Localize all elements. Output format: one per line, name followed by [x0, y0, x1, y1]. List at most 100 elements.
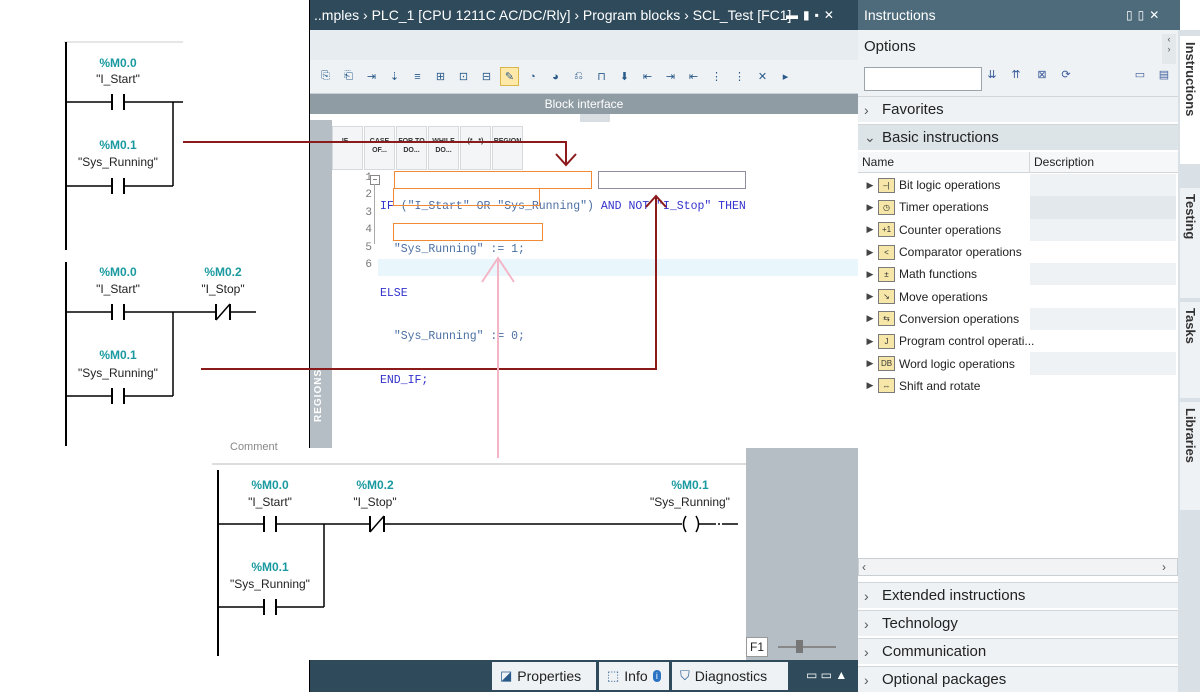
insert-while-button[interactable]: WHILE DO... — [428, 126, 459, 170]
toolbar-icon-6[interactable]: ⊞ — [435, 71, 446, 83]
expand-arrow-icon[interactable]: ▶ — [866, 224, 874, 235]
section-extended-instructions[interactable]: › Extended instructions — [858, 582, 1178, 608]
tree-item[interactable]: ▶–|Bit logic operations — [858, 174, 1178, 197]
side-tab-instructions[interactable]: Instructions — [1180, 36, 1200, 164]
chevron-right-icon: › — [864, 615, 869, 632]
section-technology[interactable]: › Technology — [858, 610, 1178, 636]
restore-button[interactable]: ▮ — [803, 8, 810, 22]
toolbar-icon-2[interactable]: ⎗ — [344, 70, 353, 82]
insert-region-button[interactable]: REGION — [492, 126, 523, 170]
toolbar-icon-3[interactable]: ⇥ — [366, 71, 377, 83]
contact-address: %M0.0 — [251, 478, 289, 492]
tab-properties[interactable]: ◪ Properties — [492, 662, 596, 690]
side-tab-testing[interactable]: Testing — [1180, 188, 1200, 298]
tree-item-description — [1030, 241, 1176, 263]
line-number: 3 — [365, 206, 372, 219]
toolbar-icon-17[interactable]: ⇤ — [688, 71, 699, 83]
tree-item[interactable]: ▶<Comparator operations — [858, 241, 1178, 263]
toolbar-icon-1[interactable]: ⎘ — [321, 70, 330, 82]
expand-arrow-icon[interactable]: ▶ — [866, 201, 874, 212]
counter-icon: +1 — [878, 222, 895, 238]
float-button[interactable]: ▯ — [1126, 8, 1133, 22]
tree-item[interactable]: ▶⇆Conversion operations — [858, 307, 1178, 331]
horizontal-scrollbar[interactable] — [858, 558, 1178, 576]
toolbar-icon-19[interactable]: ⋮ — [734, 71, 745, 83]
toolbar-icon-12[interactable]: ⎌ — [574, 70, 583, 82]
toolbar-icon-15[interactable]: ⇤ — [642, 71, 653, 83]
fold-toggle-icon[interactable]: − — [370, 175, 380, 185]
search-up-icon[interactable]: ⇈ — [1011, 69, 1021, 81]
section-basic-instructions[interactable]: ⌄ Basic instructions — [858, 124, 1178, 150]
toolbar-icon-9[interactable]: ✎ — [500, 67, 519, 86]
expand-arrow-icon[interactable]: ▶ — [866, 291, 874, 302]
minimize-button[interactable]: ▬ — [786, 8, 798, 22]
scroll-right-icon[interactable]: › — [1162, 560, 1166, 574]
layout-split-icon[interactable]: ▤ — [1158, 69, 1170, 81]
scl-code[interactable]: IF ("I_Start" OR "Sys_Running") AND NOT … — [380, 172, 746, 445]
tree-item-description — [1030, 196, 1176, 219]
insert-case-button[interactable]: CASE OF... — [364, 126, 395, 170]
close-button[interactable]: ✕ — [1149, 8, 1160, 22]
section-optional-packages[interactable]: › Optional packages — [858, 666, 1178, 692]
expand-arrow-icon[interactable]: ▶ — [866, 358, 874, 369]
toolbar-icon-10[interactable]: ◔ — [529, 70, 536, 83]
side-tab-tasks[interactable]: Tasks — [1180, 302, 1200, 398]
basic-instructions-tree: ▶–|Bit logic operations▶◷Timer operation… — [858, 174, 1178, 397]
toolbar-icon-4[interactable]: ⇣ — [389, 71, 400, 83]
insert-if-button[interactable]: IF... — [332, 126, 363, 170]
side-tab-libraries[interactable]: Libraries — [1180, 402, 1200, 510]
filter-icon[interactable]: ⊠ — [1037, 69, 1047, 81]
tab-info[interactable]: ⬚ Info i — [599, 662, 669, 690]
toolbar-icon-18[interactable]: ⋮ — [711, 71, 722, 83]
refresh-icon[interactable]: ⟳ — [1061, 69, 1071, 81]
toolbar-icon-13[interactable]: ⊓ — [597, 71, 606, 83]
toolbar-icon-8[interactable]: ⊟ — [481, 71, 492, 83]
tree-item[interactable]: ▶±Math functions — [858, 263, 1178, 286]
expand-arrow-icon[interactable]: ▶ — [866, 246, 874, 257]
column-description[interactable]: Description — [1034, 155, 1095, 169]
diagnostics-icon: ⛉ — [680, 668, 690, 683]
expand-arrow-icon[interactable]: ▶ — [866, 179, 874, 190]
maximize-button[interactable]: ▪ — [814, 8, 819, 22]
toolbar-overflow-icon[interactable]: ▸ — [782, 71, 789, 83]
tree-item[interactable]: ▶↔Shift and rotate — [858, 375, 1178, 397]
tree-item-label: Bit logic operations — [899, 178, 1001, 193]
close-button[interactable]: ✕ — [823, 8, 834, 22]
section-communication[interactable]: › Communication — [858, 638, 1178, 664]
tree-item[interactable]: ▶◷Timer operations — [858, 196, 1178, 219]
scroll-left-icon[interactable]: ‹ — [862, 560, 866, 574]
toolbar-icon-5[interactable]: ≡ — [414, 70, 421, 83]
expand-arrow-icon[interactable]: ▶ — [866, 335, 874, 346]
toolbar-icon-11[interactable]: ◕ — [552, 70, 559, 83]
block-interface-splitter[interactable] — [580, 114, 610, 122]
column-name[interactable]: Name — [858, 152, 1030, 172]
tab-diagnostics[interactable]: ⛉ Diagnostics — [672, 662, 788, 690]
toolbar-icon-7[interactable]: ⊡ — [458, 71, 469, 83]
section-favorites[interactable]: › Favorites — [858, 96, 1178, 122]
zoom-slider-thumb[interactable] — [796, 640, 803, 653]
editor-title-bar: ..mples › PLC_1 [CPU 1211C AC/DC/Rly] › … — [310, 0, 858, 30]
panel-controls[interactable]: ▭ ▭ ▲ — [806, 668, 848, 682]
block-interface-bar[interactable]: Block interface — [310, 94, 858, 114]
insert-comment-button[interactable]: (*...*) — [460, 126, 491, 170]
expand-arrow-icon[interactable]: ▶ — [866, 268, 874, 279]
ladder-diagrams-left: %M0.0 "I_Start" %M0.1 "Sys_Running" %M0.… — [64, 41, 256, 446]
toolbar-icon-20[interactable]: ✕ — [757, 71, 768, 83]
expand-arrow-icon[interactable]: ▶ — [866, 313, 874, 324]
toolbar-icon-14[interactable]: ⬇ — [619, 71, 630, 83]
search-down-icon[interactable]: ⇊ — [987, 69, 997, 81]
vertical-scroll-up[interactable]: ‹› — [1162, 34, 1176, 64]
zoom-dropdown[interactable]: F1 — [746, 637, 768, 657]
toolbar-icon-16[interactable]: ⇥ — [665, 71, 676, 83]
tree-item[interactable]: ▶↘Move operations — [858, 285, 1178, 307]
side-tab-label: Libraries — [1183, 408, 1198, 463]
restore-button[interactable]: ▯ — [1137, 8, 1145, 22]
expand-arrow-icon[interactable]: ▶ — [866, 380, 874, 391]
instruction-search-input[interactable] — [864, 67, 982, 91]
insert-for-button[interactable]: FOR TO DO... — [396, 126, 427, 170]
layout-icon[interactable]: ▭ — [1134, 69, 1146, 81]
zoom-slider-track[interactable] — [778, 646, 836, 648]
